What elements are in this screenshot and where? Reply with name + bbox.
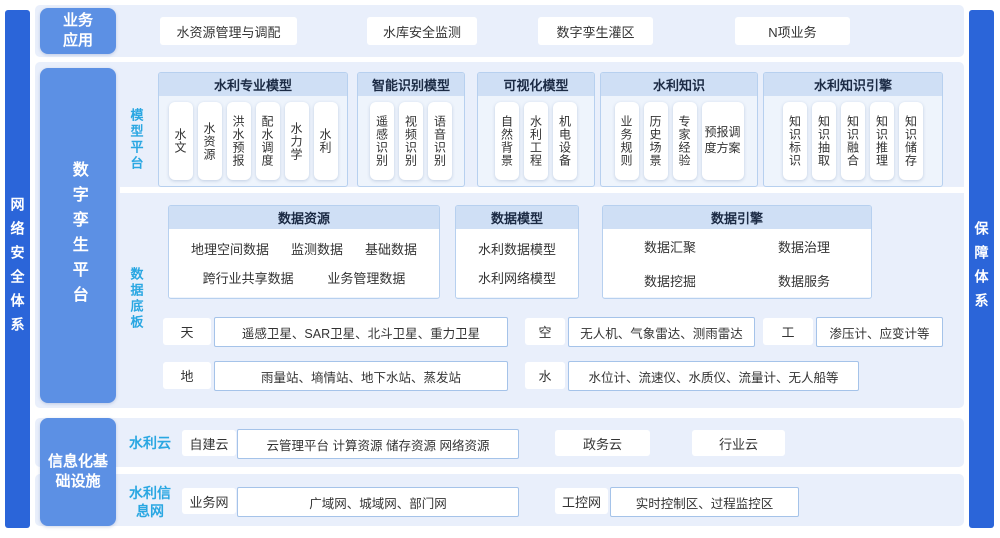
model-card: 水力学 <box>285 102 309 180</box>
model-group-intelligent-recognition: 智能识别模型 遥感识别 视频识别 语音识别 <box>357 72 465 187</box>
data-engine-items: 数据汇聚 数据治理 数据挖掘 数据服务 <box>603 229 871 297</box>
model-card: 水资源 <box>198 102 222 180</box>
app-reservoir-safety-box: 水库安全监测 <box>367 17 477 45</box>
model-card: 知识储存 <box>899 102 923 180</box>
model-cards: 知识标识 知识抽取 知识融合 知识推理 知识储存 <box>764 96 942 186</box>
data-item: 跨行业共享数据 <box>203 268 294 287</box>
data-model-group: 数据模型 水利数据模型 水利网络模型 <box>455 205 579 299</box>
model-card: 知识抽取 <box>812 102 836 180</box>
model-card: 预报调度方案 <box>702 102 744 180</box>
data-resource-group: 数据资源 地理空间数据 监测数据 基础数据 跨行业共享数据 业务管理数据 <box>168 205 440 299</box>
app-digital-twin-irrigation-box: 数字孪生灌区 <box>538 17 653 45</box>
sensor-items-engineering: 渗压计、应变计等 <box>816 317 943 347</box>
sensor-items-air: 无人机、气象雷达、测雨雷达 <box>568 317 755 347</box>
model-cards: 自然背景 水利工程 机电设备 <box>478 96 594 186</box>
sensor-tag-engineering: 工 <box>763 318 813 345</box>
business-application-tag: 业务应用 <box>40 8 116 54</box>
model-card: 遥感识别 <box>370 102 394 180</box>
network-security-label: 网络安全体系 <box>8 197 28 341</box>
model-card: 业务规则 <box>615 102 639 180</box>
data-item: 数据挖掘 <box>603 263 737 297</box>
business-application-tag-label: 业务应用 <box>58 11 98 52</box>
model-card: 机电设备 <box>553 102 577 180</box>
model-platform-label: 模型平台 <box>125 96 145 184</box>
water-info-network-label: 水利信息网 <box>122 486 178 518</box>
sensor-items-ground: 雨量站、墒情站、地下水站、蒸发站 <box>214 361 508 391</box>
sensor-tag-water: 水 <box>525 362 565 389</box>
model-group-title: 智能识别模型 <box>358 73 464 96</box>
data-item: 数据汇聚 <box>603 229 737 263</box>
model-card: 自然背景 <box>495 102 519 180</box>
digital-twin-platform-strip: 数字孪生平台 模型平台 水利专业模型 水文 水资源 洪水预报 配水调度 水力学 … <box>35 62 964 408</box>
data-item: 数据治理 <box>737 229 871 263</box>
sensor-tag-ground: 地 <box>163 362 211 389</box>
model-group-title: 水利知识 <box>601 73 757 96</box>
data-item: 基础数据 <box>365 239 417 258</box>
data-item: 业务管理数据 <box>327 268 405 287</box>
model-group-visualization: 可视化模型 自然背景 水利工程 机电设备 <box>477 72 595 187</box>
sensor-tag-air: 空 <box>525 318 565 345</box>
infrastructure-tag: 信息化基础设施 <box>40 418 116 526</box>
water-cloud-label: 水利云 <box>122 430 178 456</box>
data-engine-group: 数据引擎 数据汇聚 数据治理 数据挖掘 数据服务 <box>602 205 872 299</box>
sensor-items-water: 水位计、流速仪、水质仪、流量计、无人船等 <box>568 361 859 391</box>
model-card: 视频识别 <box>399 102 423 180</box>
model-card: 水文 <box>169 102 193 180</box>
assurance-label: 保障体系 <box>972 221 992 317</box>
app-n-services-box: N项业务 <box>735 17 850 45</box>
data-baseboard-label: 数据底板 <box>125 255 145 343</box>
data-model-title: 数据模型 <box>456 206 578 229</box>
model-group-title: 水利知识引擎 <box>764 73 942 96</box>
model-group-title: 可视化模型 <box>478 73 594 96</box>
model-card: 洪水预报 <box>227 102 251 180</box>
industry-cloud-box: 行业云 <box>692 430 785 456</box>
section-divider <box>120 187 964 193</box>
business-application-strip: 业务应用 水资源管理与调配 水库安全监测 数字孪生灌区 N项业务 <box>35 5 964 57</box>
model-cards: 业务规则 历史场景 专家经验 预报调度方案 <box>601 96 757 186</box>
model-group-water-knowledge: 水利知识 业务规则 历史场景 专家经验 预报调度方案 <box>600 72 758 187</box>
infrastructure-label: 信息化基础设施 <box>45 452 111 493</box>
business-network-items-box: 广域网、城域网、部门网 <box>237 487 519 517</box>
data-item: 水利网络模型 <box>478 268 556 287</box>
model-cards: 遥感识别 视频识别 语音识别 <box>358 96 464 186</box>
own-cloud-box: 自建云 <box>182 430 236 456</box>
model-card: 水利工程 <box>524 102 548 180</box>
model-group-water-professional: 水利专业模型 水文 水资源 洪水预报 配水调度 水力学 水利 <box>158 72 348 187</box>
model-card: 知识推理 <box>870 102 894 180</box>
model-card: 配水调度 <box>256 102 280 180</box>
digital-twin-platform-label: 数字孪生平台 <box>67 161 89 311</box>
digital-twin-platform-tag: 数字孪生平台 <box>40 68 116 403</box>
data-engine-title: 数据引擎 <box>603 206 871 229</box>
model-card: 专家经验 <box>673 102 697 180</box>
model-card: 知识标识 <box>783 102 807 180</box>
data-model-items: 水利数据模型 水利网络模型 <box>456 229 578 297</box>
own-cloud-resources-box: 云管理平台 计算资源 储存资源 网络资源 <box>237 429 519 459</box>
model-card: 历史场景 <box>644 102 668 180</box>
data-item: 地理空间数据 <box>191 239 269 258</box>
data-item: 数据服务 <box>737 263 871 297</box>
model-card: 语音识别 <box>428 102 452 180</box>
government-cloud-box: 政务云 <box>555 430 650 456</box>
sensor-items-sky: 遥感卫星、SAR卫星、北斗卫星、重力卫星 <box>214 317 508 347</box>
model-card: 水利 <box>314 102 338 180</box>
model-card: 知识融合 <box>841 102 865 180</box>
assurance-bar: 保障体系 <box>969 10 994 528</box>
industrial-control-network-box: 工控网 <box>555 488 608 514</box>
app-water-resource-box: 水资源管理与调配 <box>160 17 297 45</box>
sensor-tag-sky: 天 <box>163 318 211 345</box>
business-network-box: 业务网 <box>182 488 236 514</box>
model-group-knowledge-engine: 水利知识引擎 知识标识 知识抽取 知识融合 知识推理 知识储存 <box>763 72 943 187</box>
data-item: 监测数据 <box>291 239 343 258</box>
industrial-control-zones-box: 实时控制区、过程监控区 <box>610 487 799 517</box>
model-group-title: 水利专业模型 <box>159 73 347 96</box>
data-item: 水利数据模型 <box>478 239 556 258</box>
network-security-bar: 网络安全体系 <box>5 10 30 528</box>
data-resource-title: 数据资源 <box>169 206 439 229</box>
data-resource-items: 地理空间数据 监测数据 基础数据 跨行业共享数据 业务管理数据 <box>169 229 439 297</box>
model-cards: 水文 水资源 洪水预报 配水调度 水力学 水利 <box>159 96 347 186</box>
